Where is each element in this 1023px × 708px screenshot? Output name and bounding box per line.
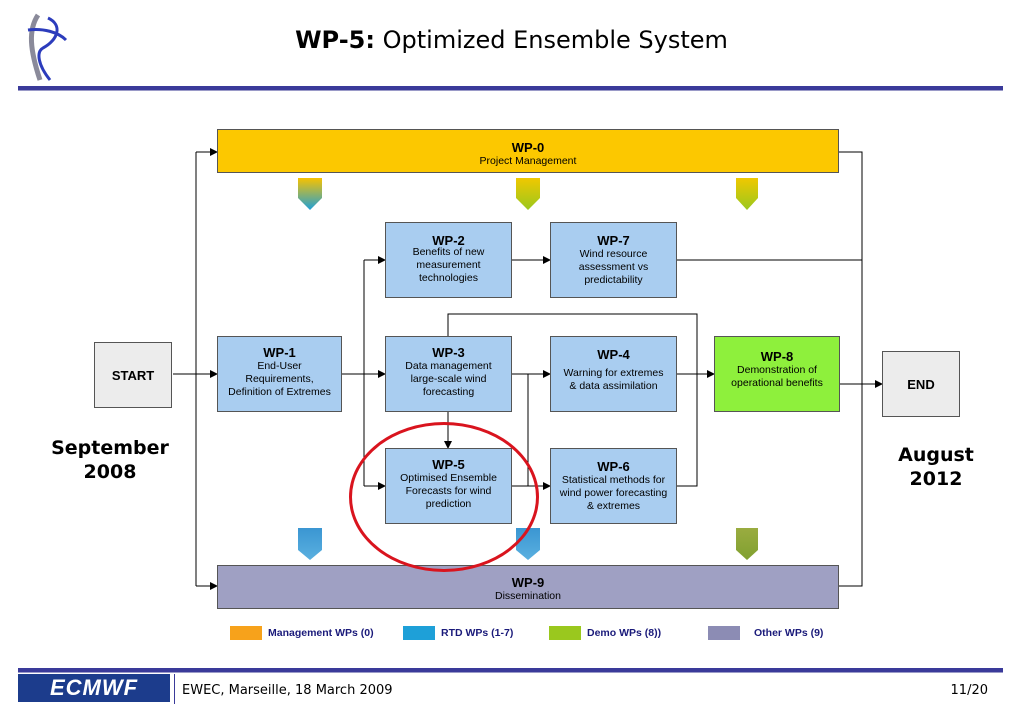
title-rest: Optimized Ensemble System bbox=[374, 26, 728, 54]
legend-demo: Demo WPs (8)) bbox=[549, 626, 661, 640]
wp0-label: Project Management bbox=[479, 155, 577, 167]
legend-management: Management WPs (0) bbox=[230, 626, 374, 640]
footer-divider bbox=[174, 674, 175, 704]
wp4-id: WP-4 bbox=[597, 347, 630, 362]
wp6-line: Statistical methods for bbox=[561, 474, 666, 486]
wp8-line: Demonstration of bbox=[737, 364, 817, 376]
legend-swatch bbox=[549, 626, 581, 640]
wp3-line: large-scale wind bbox=[410, 373, 487, 385]
chevron-down-icon bbox=[736, 528, 758, 560]
ecmwf-swirl-logo-icon bbox=[27, 13, 68, 81]
header-rule bbox=[18, 86, 1003, 91]
wp2-id: WP-2 bbox=[432, 235, 465, 246]
wp5-highlight-ellipse bbox=[349, 422, 539, 572]
legend-rtd: RTD WPs (1-7) bbox=[403, 626, 513, 640]
wp6-id: WP-6 bbox=[597, 459, 630, 474]
chevron-down-icon bbox=[298, 528, 322, 560]
wp8-box: WP-8 Demonstration of operational benefi… bbox=[714, 336, 840, 412]
legend-swatch bbox=[230, 626, 262, 640]
wp6-line: wind power forecasting bbox=[559, 487, 668, 499]
wp3-line: Data management bbox=[405, 360, 492, 372]
ecmwf-logo: ECMWF bbox=[18, 674, 170, 702]
legend-label: Demo WPs (8)) bbox=[587, 627, 662, 639]
wp8-id: WP-8 bbox=[760, 349, 794, 364]
end-box: END bbox=[882, 351, 960, 417]
legend-label: RTD WPs (1-7) bbox=[441, 627, 514, 639]
wp7-line: Wind resource bbox=[579, 248, 648, 260]
start-date-year: 2008 bbox=[83, 461, 137, 483]
end-label: END bbox=[907, 376, 935, 392]
page-title: WP-5: Optimized Ensemble System bbox=[0, 26, 1023, 54]
legend-swatch bbox=[708, 626, 740, 640]
wp2-line: Benefits of new bbox=[412, 246, 485, 258]
wp1-line: Requirements, bbox=[245, 373, 314, 385]
wp9-box: WP-9 Dissemination bbox=[217, 565, 839, 609]
wp8-line: operational benefits bbox=[731, 377, 823, 389]
wp6-line: & extremes bbox=[586, 500, 641, 512]
ecmwf-logo-text: ECMWF bbox=[49, 675, 139, 700]
start-label: START bbox=[111, 367, 155, 383]
chevron-down-icon bbox=[736, 178, 758, 210]
wp7-id: WP-7 bbox=[597, 233, 630, 248]
wp6-box: WP-6 Statistical methods for wind power … bbox=[550, 448, 677, 524]
wp1-line: Definition of Extremes bbox=[228, 386, 331, 398]
wp0-id: WP-0 bbox=[511, 140, 545, 155]
start-date-label: September 2008 bbox=[40, 436, 180, 484]
wp7-line: assessment vs bbox=[578, 261, 649, 273]
chevron-down-icon bbox=[516, 178, 540, 210]
wp7-line: predictability bbox=[584, 274, 643, 286]
wp3-box: WP-3 Data management large-scale wind fo… bbox=[385, 336, 512, 412]
end-date-year: 2012 bbox=[909, 468, 963, 490]
legend-swatch bbox=[403, 626, 435, 640]
wp2-line: technologies bbox=[419, 272, 478, 284]
wp2-line: measurement bbox=[416, 259, 481, 271]
wp1-id: WP-1 bbox=[263, 345, 296, 360]
end-date-month: August bbox=[898, 444, 974, 466]
wp2-box: WP-2 Benefits of new measurement technol… bbox=[385, 222, 512, 298]
wp0-box: WP-0 Project Management bbox=[217, 129, 839, 173]
legend-label: Management WPs (0) bbox=[268, 627, 374, 639]
legend-label: Other WPs (9) bbox=[754, 627, 824, 639]
wp4-line: & data assimilation bbox=[569, 380, 658, 392]
legend-other: Other WPs (9) bbox=[708, 626, 823, 640]
chevron-down-icon bbox=[298, 178, 322, 210]
wp1-box: WP-1 End-User Requirements, Definition o… bbox=[217, 336, 342, 412]
start-date-month: September bbox=[51, 437, 169, 459]
title-bold: WP-5: bbox=[295, 26, 375, 54]
wp1-line: End-User bbox=[257, 360, 302, 372]
footer-event: EWEC, Marseille, 18 March 2009 bbox=[182, 683, 393, 698]
wp3-id: WP-3 bbox=[432, 345, 465, 360]
end-date-label: August 2012 bbox=[880, 443, 992, 491]
start-box: START bbox=[94, 342, 172, 408]
wp9-label: Dissemination bbox=[495, 590, 561, 602]
page-number: 11/20 bbox=[950, 683, 988, 698]
wp4-line: Warning for extremes bbox=[563, 367, 664, 379]
footer-rule bbox=[18, 668, 1003, 673]
wp7-box: WP-7 Wind resource assessment vs predict… bbox=[550, 222, 677, 298]
wp3-line: forecasting bbox=[422, 386, 475, 398]
wp9-id: WP-9 bbox=[511, 575, 545, 590]
wp4-box: WP-4 Warning for extremes & data assimil… bbox=[550, 336, 677, 412]
